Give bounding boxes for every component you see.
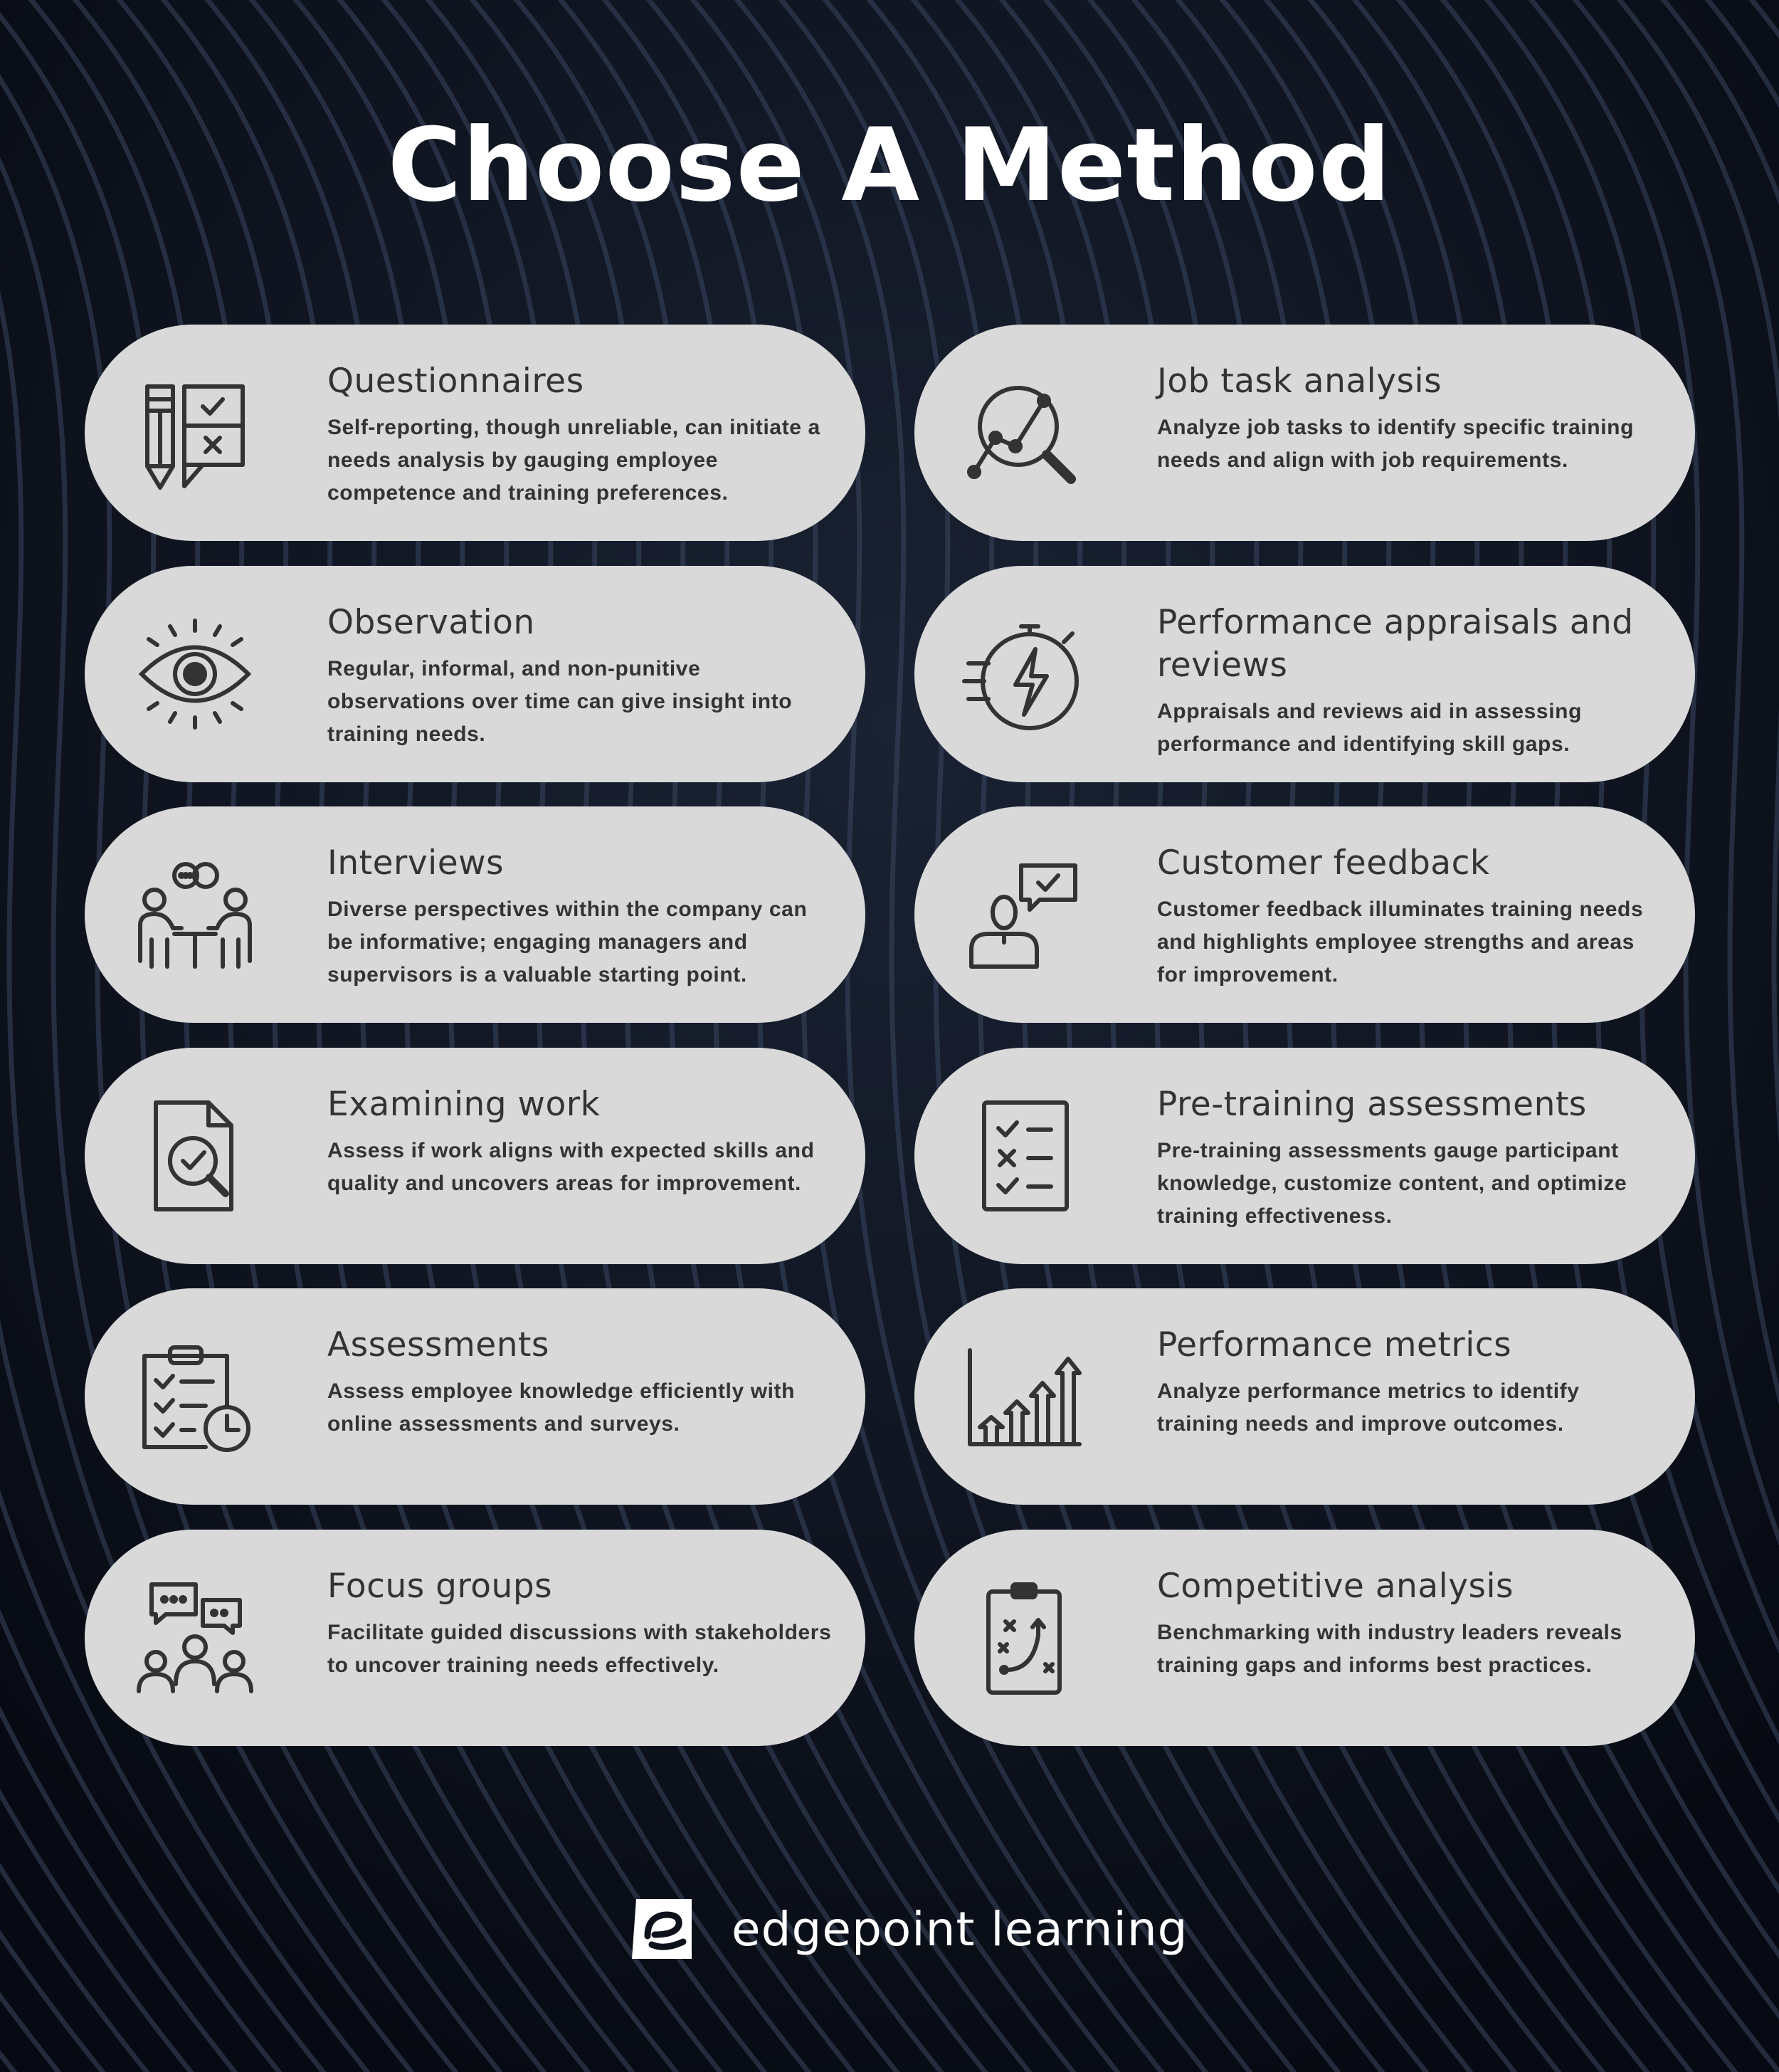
method-title: Pre-training assessments xyxy=(1157,1085,1587,1124)
method-description: Customer feedback illuminates training n… xyxy=(1157,898,1644,987)
method-title: Customer feedback xyxy=(1157,843,1490,883)
method-card-job-task-analysis: Job task analysis Analyze job tasks to i… xyxy=(914,325,1695,541)
method-title: Observation xyxy=(327,603,535,642)
method-description: Assess employee knowledge efficiently wi… xyxy=(327,1379,796,1436)
method-title: Competitive analysis xyxy=(1157,1567,1514,1606)
method-description: Regular, informal, and non-punitive obse… xyxy=(327,657,793,746)
person-feedback-icon xyxy=(964,854,1085,975)
strategy-board-icon xyxy=(964,1577,1085,1698)
method-description: Analyze performance metrics to identify … xyxy=(1157,1379,1580,1436)
page-title: Choose A Method xyxy=(387,107,1392,224)
group-chat-icon xyxy=(134,1577,255,1698)
method-card-customer-feedback: Customer feedback Customer feedback illu… xyxy=(914,806,1695,1023)
method-description: Facilitate guided discussions with stake… xyxy=(327,1621,832,1677)
method-title: Focus groups xyxy=(327,1567,553,1606)
method-title: Interviews xyxy=(327,843,505,883)
method-card-interviews: Interviews Diverse perspectives within t… xyxy=(85,806,865,1023)
document-magnifier-icon xyxy=(134,1095,255,1216)
method-description: Self-reporting, though unreliable, can i… xyxy=(327,416,820,505)
method-description: Pre-training assessments gauge participa… xyxy=(1157,1139,1627,1228)
clipboard-clock-icon xyxy=(134,1336,255,1457)
method-card-competitive-analysis: Competitive analysis Benchmarking with i… xyxy=(914,1530,1695,1746)
brand-name: edgepoint learning xyxy=(732,1901,1188,1957)
method-card-pre-training-assessments: Pre-training assessments Pre-training as… xyxy=(914,1048,1695,1264)
method-card-focus-groups: Focus groups Facilitate guided discussio… xyxy=(85,1530,865,1746)
magnifier-analytics-icon xyxy=(964,372,1085,493)
edgepoint-logo-icon xyxy=(632,1899,692,1959)
bar-chart-arrows-icon xyxy=(964,1336,1085,1457)
method-description: Assess if work aligns with expected skil… xyxy=(327,1139,815,1195)
meeting-table-icon xyxy=(134,854,255,975)
method-card-assessments: Assessments Assess employee knowledge ef… xyxy=(85,1288,865,1505)
method-card-examining-work: Examining work Assess if work aligns wit… xyxy=(85,1048,865,1264)
method-card-performance-appraisals: Performance appraisals and reviews Appra… xyxy=(914,566,1695,782)
method-title: Assessments xyxy=(327,1325,549,1364)
checklist-icon xyxy=(964,1095,1085,1216)
method-description: Analyze job tasks to identify specific t… xyxy=(1157,416,1635,472)
stopwatch-lightning-icon xyxy=(962,614,1085,735)
method-title: Questionnaires xyxy=(327,362,584,401)
method-title: Performance metrics xyxy=(1157,1325,1512,1364)
footer-brand: edgepoint learning xyxy=(626,1893,1188,1965)
method-card-performance-metrics: Performance metrics Analyze performance … xyxy=(914,1288,1695,1505)
method-card-observation: Observation Regular, informal, and non-p… xyxy=(85,566,865,782)
method-title: Performance appraisals and reviews xyxy=(1157,603,1634,685)
pencil-checklist-icon xyxy=(134,372,255,493)
method-title: Job task analysis xyxy=(1157,362,1442,401)
method-title: Examining work xyxy=(327,1085,601,1124)
eye-icon xyxy=(134,614,255,735)
method-description: Diverse perspectives within the company … xyxy=(327,898,808,987)
method-description: Appraisals and reviews aid in assessing … xyxy=(1157,700,1582,756)
method-description: Benchmarking with industry leaders revea… xyxy=(1157,1621,1622,1677)
method-card-questionnaires: Questionnaires Self-reporting, though un… xyxy=(85,325,865,541)
